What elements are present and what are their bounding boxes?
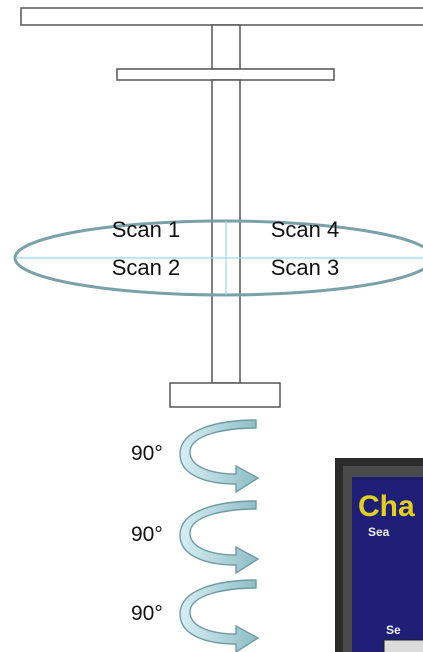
- screen-display: [352, 477, 423, 652]
- scan-label-1: Scan 1: [112, 217, 181, 242]
- top-crossbar: [20, 7, 423, 26]
- base-plate: [169, 382, 281, 408]
- screen-field: [383, 639, 423, 652]
- rotate-arrow-icon: [179, 500, 260, 575]
- rotation-label: 90°: [131, 523, 163, 546]
- screen-footer-text: Se: [386, 623, 401, 637]
- rotation-label: 90°: [131, 442, 163, 465]
- stand-frame: [20, 7, 423, 408]
- rotation-step-3: 90°: [131, 579, 260, 652]
- rotate-arrow-icon: [179, 419, 260, 494]
- scan-label-4: Scan 4: [271, 217, 340, 242]
- scan-ellipse-group: Scan 1 Scan 4 Scan 2 Scan 3: [13, 217, 423, 297]
- screen-inset: Cha Sea Se: [335, 458, 423, 652]
- vertical-post-upper: [211, 24, 241, 70]
- rotation-step-1: 90°: [131, 419, 260, 494]
- scan-label-3: Scan 3: [271, 255, 340, 280]
- scan-label-2: Scan 2: [112, 255, 181, 280]
- rotate-arrow-icon: [179, 579, 260, 652]
- screen-title: Cha: [358, 490, 415, 523]
- screen-subtitle: Sea: [368, 525, 390, 539]
- scan-ellipse: [13, 219, 423, 297]
- rotation-label: 90°: [131, 602, 163, 625]
- mid-crossbar: [116, 68, 335, 81]
- rotation-step-2: 90°: [131, 500, 260, 575]
